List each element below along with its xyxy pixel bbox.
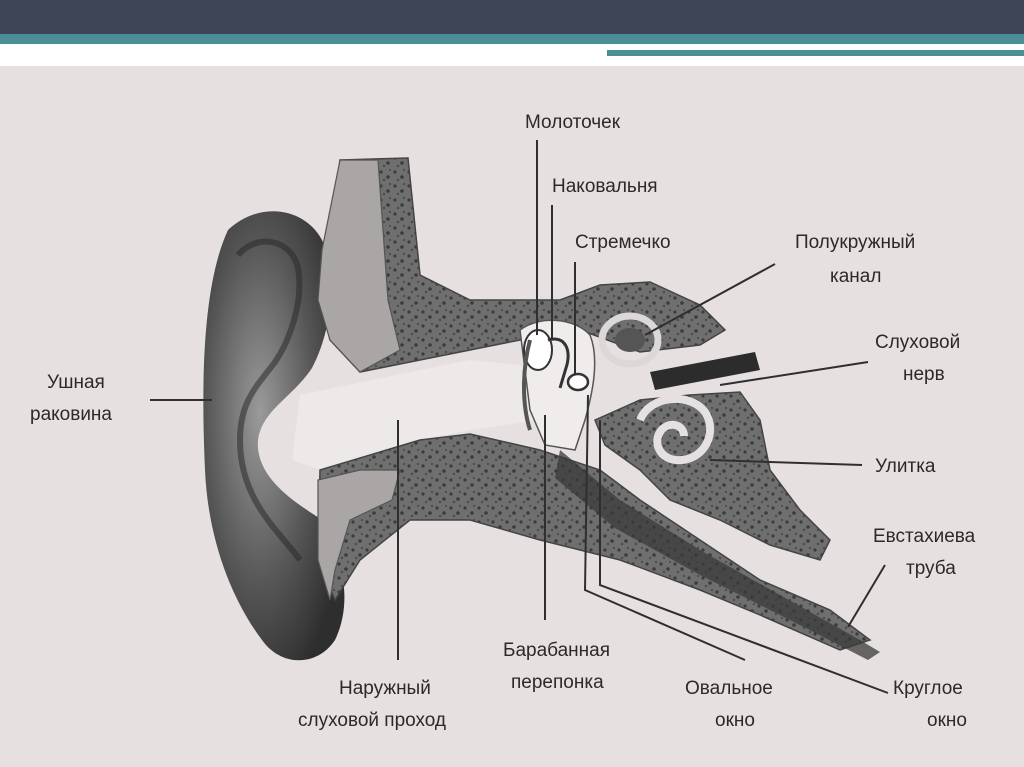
auricle-label-line2: раковина (30, 404, 112, 425)
eustachian-tube-leader (847, 564, 886, 628)
incus-label: Наковальня (552, 176, 658, 197)
semicircular-canal-leader (644, 263, 776, 336)
oval-window-leader (583, 394, 746, 661)
auricle-inner-fold (235, 238, 303, 562)
oval-window-label-line1: Овальное (685, 678, 773, 699)
cochlea-shape (636, 394, 714, 465)
cochlea-label: Улитка (875, 456, 936, 477)
auditory-nerve-label-line1: Слуховой (875, 332, 960, 353)
eardrum-label-line1: Барабанная (503, 640, 610, 661)
upper-cartilage (317, 159, 401, 373)
round-window-leader (599, 420, 889, 694)
inner-ear-bone (594, 391, 831, 561)
auditory-nerve-leader (719, 361, 869, 386)
ear-diagram: Молоточек Наковальня Стремечко Полукружн… (0, 66, 1024, 767)
ear-canal-shape (292, 360, 540, 470)
accent-strip (0, 34, 1024, 44)
semicircular-canal-inner (615, 328, 645, 352)
eustachian-tube-shape (555, 450, 880, 660)
header-bar (0, 0, 1024, 34)
semicircular-canal-label-line2: канал (830, 266, 881, 287)
eardrum-label-line2: перепонка (511, 672, 604, 693)
ear-canal-label-line1: Наружный (339, 678, 431, 699)
eustachian-tube-label-line1: Евстахиева (873, 526, 976, 547)
auricle-shape (203, 211, 345, 661)
auricle-label-line1: Ушная (47, 372, 105, 393)
eardrum-shape (522, 339, 532, 431)
ear-anatomy-figure: Молоточек Наковальня Стремечко Полукружн… (0, 66, 1024, 767)
round-window-label-line1: Круглое (893, 678, 963, 699)
ear-canal-label-line2: слуховой проход (298, 710, 446, 731)
semicircular-canal-label-line1: Полукружный (795, 232, 915, 253)
stapes-label: Стремечко (575, 232, 671, 253)
stapes-shape (566, 372, 590, 392)
auditory-nerve-label-line2: нерв (903, 364, 945, 385)
malleus-label: Молоточек (525, 112, 621, 133)
eustachian-tube-label-line2: труба (906, 558, 956, 579)
semicircular-canal-shape (598, 312, 662, 368)
lower-cartilage (317, 469, 401, 601)
accent-line (607, 50, 1024, 56)
cochlea-leader (709, 459, 863, 466)
auditory-nerve-shape (650, 352, 760, 390)
round-window-label-line2: окно (927, 710, 967, 731)
oval-window-label-line2: окно (715, 710, 755, 731)
